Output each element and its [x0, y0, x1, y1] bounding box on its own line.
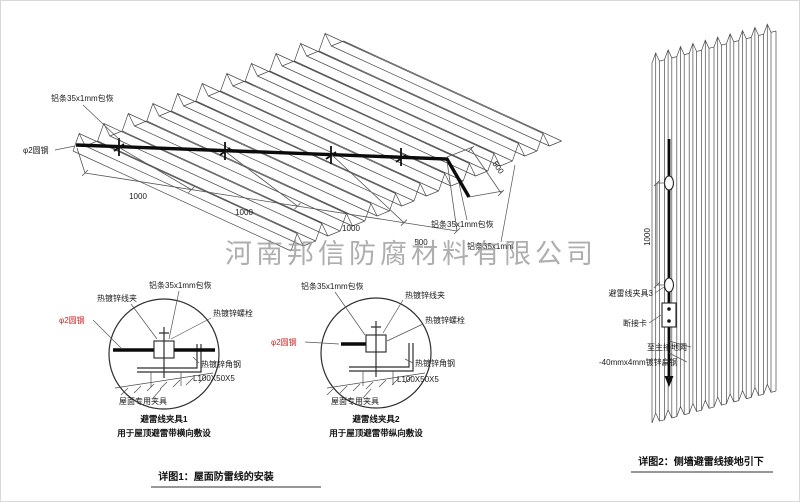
- detail2-circle: [320, 297, 432, 409]
- detail2-drawing: [326, 321, 426, 396]
- detail2-subtitle: 用于屋顶避雷带纵向敷设: [328, 428, 423, 438]
- detail2-bolt-leader: [386, 323, 424, 342]
- wall-disconnect-bolt-a: [667, 307, 671, 311]
- roof-dim-500-lines: [446, 145, 505, 198]
- detail1-fixture-leader: [152, 388, 162, 399]
- detail1-subtitle: 用于屋顶避雷带横向敷设: [116, 428, 211, 438]
- detail2-angle-steel-label: 热镀锌角钢: [415, 358, 455, 368]
- detail1-al-strip-leader: [168, 290, 180, 340]
- roof-dim-1000-a: 1000: [129, 192, 147, 201]
- roof-dim-1000-b: 1000: [235, 208, 253, 217]
- detail2-al-strip-label: 铝条35x1mm包恢: [301, 281, 364, 291]
- detail2-angle-steel-leader: [404, 358, 414, 364]
- wall-clamp-upper: [663, 175, 675, 191]
- wall-disconnect-label: 断接卡: [623, 318, 647, 328]
- wall-disconnect-leader: [648, 314, 662, 324]
- detail2-wire-clamp-leader: [382, 299, 404, 334]
- detail1-angle-size-label: L100X50X5: [193, 374, 235, 383]
- wall-disconnect-card: [661, 302, 677, 328]
- roof-al-strip-right-label: 铝条35x1mm包恢: [431, 219, 494, 229]
- wall-corrugated-panel: [651, 23, 777, 424]
- roof-al-strip-plain-label: 铝条35x1mm: [467, 241, 514, 251]
- wall-disconnect-bolt-b: [667, 319, 671, 323]
- wall-clamp-lower: [663, 277, 675, 293]
- detail2-angle-size-label: L100X50X5: [397, 375, 439, 384]
- caption-detail1: 详图1：屋面防雷线的安装: [158, 470, 274, 483]
- detail2-fixture-label: 屋面专用夹具: [331, 396, 379, 406]
- detail1-angle-steel: [137, 344, 202, 373]
- detail1-angle-steel-leader: [192, 356, 200, 364]
- detail2-wire-clamp-label: 热镀锌线夹: [405, 290, 445, 300]
- roof-corrugation-lines: [72, 32, 562, 252]
- roof-dim-500-rotated: 500: [491, 160, 506, 177]
- detail1-fixture-label: 屋面专用夹具: [119, 396, 167, 406]
- detail2-bolt: [371, 321, 381, 377]
- roof-wire-clamps: [113, 138, 407, 166]
- roof-al-strip-leader: [82, 104, 122, 142]
- wall-flat-steel-label: -40mmx4mm镀锌扁钢: [599, 357, 678, 367]
- wall-dimension-line: [653, 179, 665, 289]
- roof-extension-lines: [76, 147, 458, 232]
- detail1-angle-steel-label: 热镀锌角钢: [201, 359, 241, 369]
- detail2-fixture-legs: [362, 371, 394, 386]
- roof-dimension-line: [81, 169, 461, 235]
- detail1-roof-surface-hatch: [114, 372, 214, 396]
- detail1-wire-clamp-leader: [130, 303, 158, 340]
- detail2-roof-surface-hatch: [326, 372, 426, 396]
- detail1-bolt-leader: [170, 317, 212, 340]
- detail1-bolt-label: 热镀锌螺栓: [213, 308, 253, 318]
- roof-al-strip-plain-leader: [500, 164, 516, 243]
- wall-corrugation-lines: [651, 23, 777, 424]
- wall-flat-steel-leader: [668, 352, 688, 363]
- roof-round-steel-leader: [54, 145, 76, 151]
- wall-to-ground-label: 至主接地网: [647, 342, 687, 352]
- wall-conductor-arrow: [664, 376, 674, 387]
- detail1-title: 避雷线夹具1: [140, 414, 188, 424]
- roof-al-strip-right-leader: [458, 182, 468, 221]
- detail2-angle-steel: [349, 343, 414, 372]
- roof-al-strip-label: 铝条35x1mm包恢: [51, 93, 114, 103]
- wall-clamp3-label: 避雷线夹具3: [609, 288, 654, 298]
- detail2-al-strip-leader: [334, 291, 366, 336]
- detail1-fixture-legs: [150, 372, 182, 387]
- detail2-round-steel-label: φ2圆钢: [271, 337, 297, 347]
- detail2-round-steel-leader: [304, 341, 340, 345]
- detail1-drawing: [113, 327, 215, 396]
- detail1-circle: [108, 298, 220, 410]
- detail1-al-strip-label: 铝条35x1mm包恢: [149, 280, 212, 290]
- wall-clamp3-leader: [654, 286, 665, 294]
- detail1-round-steel-label: φ2圆钢: [59, 315, 85, 325]
- detail1-wire-clamp-label: 热镀锌线夹: [97, 293, 137, 303]
- detail1-bolt: [159, 327, 169, 378]
- detail2-title: 避雷线夹具2: [352, 414, 400, 424]
- roof-dim-500-a: 500: [414, 238, 428, 247]
- caption-detail2: 详图2：侧墙避雷线接地引下: [638, 455, 764, 468]
- roof-round-steel-label: φ2圆钢: [23, 145, 49, 155]
- detail2-bolt-label: 热镀锌螺栓: [425, 315, 465, 325]
- detail2-fixture-leader: [362, 388, 372, 399]
- wall-to-ground-leader: [668, 340, 692, 348]
- detail1-round-steel-leader: [92, 319, 122, 349]
- roof-dim-1000-c: 1000: [342, 224, 360, 233]
- company-watermark: 河南邦信防腐材料有限公司: [225, 239, 597, 269]
- roof-lightning-wire: [75, 143, 471, 198]
- roof-corrugated-panel: [72, 32, 562, 252]
- wall-dim-1000: 1000: [643, 228, 652, 246]
